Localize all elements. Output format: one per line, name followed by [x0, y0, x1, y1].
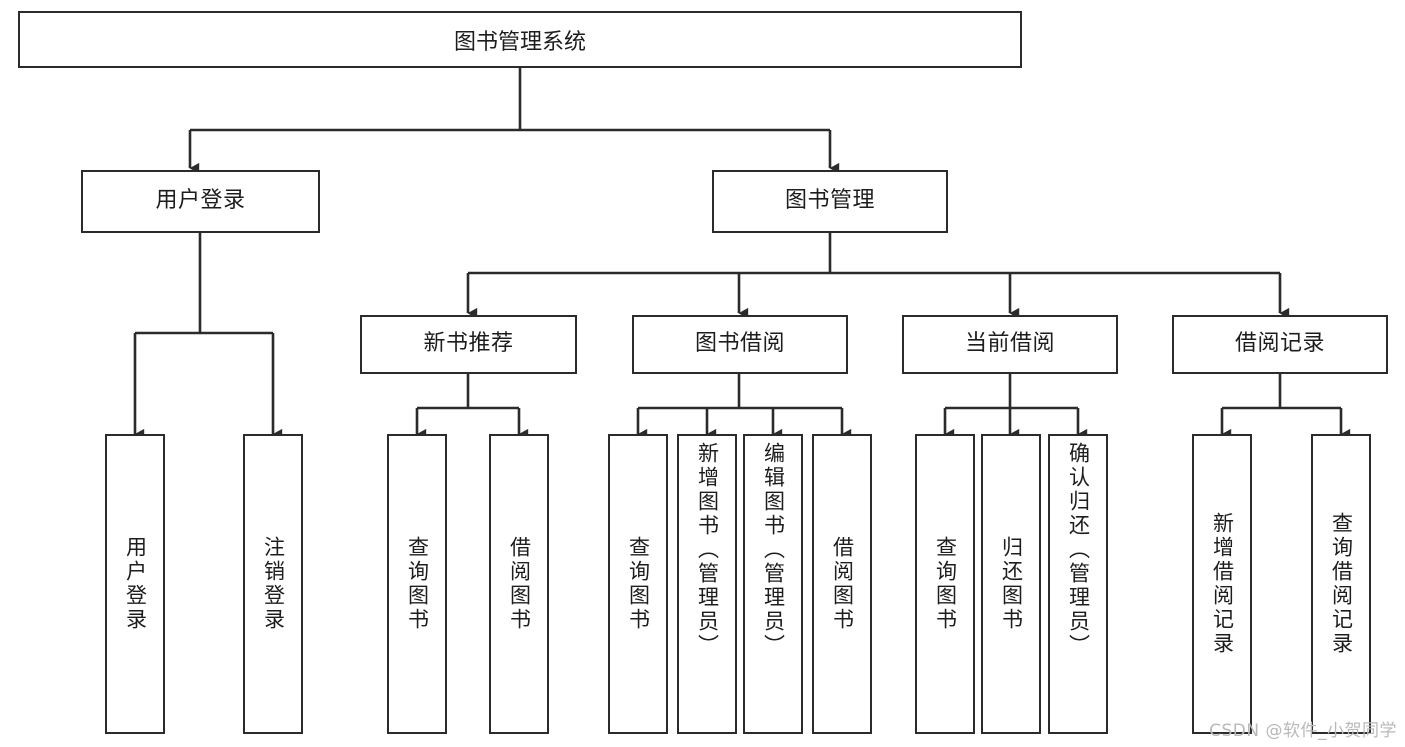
node-borrow-record[interactable]: 借阅记录	[1172, 315, 1388, 374]
node-label: 借阅图书	[830, 536, 855, 632]
node-label: 图书借阅	[694, 331, 785, 357]
node-user-login[interactable]: 用户登录	[81, 170, 320, 233]
node-label: 查询图书	[933, 536, 958, 632]
node-label: 新增借阅记录	[1210, 512, 1235, 656]
leaf-user-login[interactable]: 用户登录	[105, 434, 165, 734]
node-label: 用户登录	[123, 536, 148, 632]
leaf-return-book[interactable]: 归还图书	[981, 434, 1041, 734]
node-label: 图书管理	[784, 188, 875, 214]
node-label: 编辑图书（管理员）	[761, 442, 786, 658]
leaf-query-book-recommend[interactable]: 查询图书	[387, 434, 447, 734]
node-root-system[interactable]: 图书管理系统	[18, 11, 1022, 68]
node-label: 借阅记录	[1234, 331, 1325, 357]
node-label: 归还图书	[999, 536, 1024, 632]
node-new-book-recommend[interactable]: 新书推荐	[360, 315, 577, 374]
node-label: 当前借阅	[964, 331, 1055, 357]
node-label: 查询图书	[405, 536, 430, 632]
leaf-add-borrow-record[interactable]: 新增借阅记录	[1192, 434, 1252, 734]
watermark: CSDN @软件_小贺同学	[1209, 721, 1397, 741]
leaf-query-book-current[interactable]: 查询图书	[915, 434, 975, 734]
node-label: 确认归还（管理员）	[1066, 442, 1091, 658]
leaf-add-book-admin[interactable]: 新增图书（管理员）	[677, 434, 737, 734]
node-label: 借阅图书	[507, 536, 532, 632]
leaf-borrow-book-borrow[interactable]: 借阅图书	[812, 434, 872, 734]
node-book-manage[interactable]: 图书管理	[712, 170, 948, 233]
leaf-logout[interactable]: 注销登录	[243, 434, 303, 734]
node-label: 新增图书（管理员）	[695, 442, 720, 658]
node-book-borrow[interactable]: 图书借阅	[632, 315, 848, 374]
node-label: 查询图书	[626, 536, 651, 632]
node-label: 新书推荐	[423, 331, 514, 357]
node-label: 用户登录	[155, 188, 246, 214]
leaf-confirm-return-admin[interactable]: 确认归还（管理员）	[1048, 434, 1108, 734]
node-current-borrow[interactable]: 当前借阅	[902, 315, 1118, 374]
node-label: 查询借阅记录	[1329, 512, 1354, 656]
leaf-query-book-borrow[interactable]: 查询图书	[608, 434, 668, 734]
leaf-query-borrow-record[interactable]: 查询借阅记录	[1311, 434, 1371, 734]
leaf-edit-book-admin[interactable]: 编辑图书（管理员）	[743, 434, 803, 734]
node-label: 图书管理系统	[453, 29, 586, 55]
node-label: 注销登录	[261, 536, 286, 632]
leaf-borrow-book-recommend[interactable]: 借阅图书	[489, 434, 549, 734]
